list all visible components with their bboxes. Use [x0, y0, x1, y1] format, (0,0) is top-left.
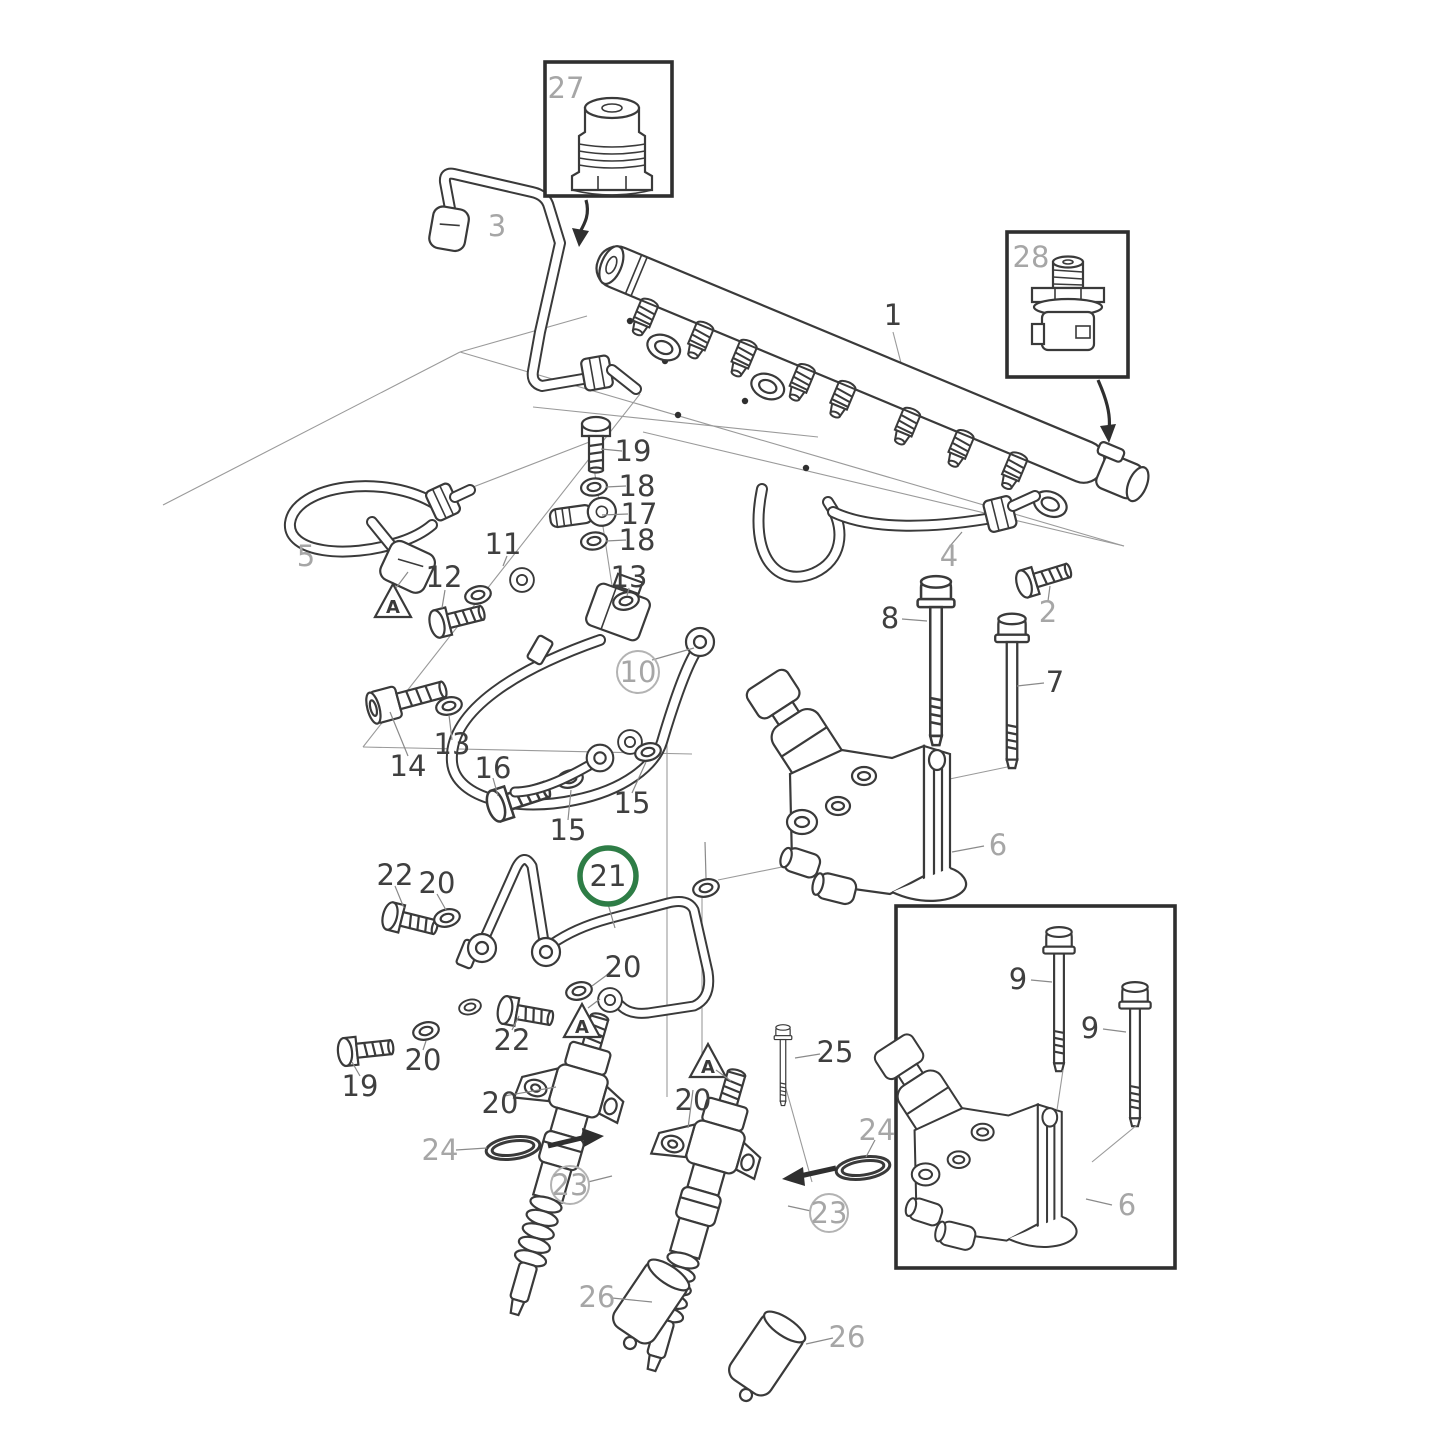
node-dot	[802, 464, 810, 472]
injector-23	[455, 996, 646, 1328]
warning-letter: A	[386, 597, 400, 618]
part-label-18: 18	[619, 523, 656, 557]
washer-18	[578, 529, 610, 553]
pipe-4	[752, 483, 1041, 583]
part-label-8: 8	[881, 601, 899, 635]
part-label-11: 11	[485, 527, 522, 561]
bolt-14	[362, 672, 452, 727]
washer-18	[578, 475, 610, 499]
part-label-10: 10	[620, 655, 657, 689]
washer-20	[410, 1018, 442, 1044]
bolt-8	[916, 574, 956, 747]
pipe-3-cap	[428, 205, 470, 253]
eye-fitting	[509, 567, 535, 593]
part-label-9: 9	[1081, 1011, 1099, 1045]
protective-cap-26	[716, 1304, 811, 1412]
hose-10	[445, 626, 716, 811]
callout-circle-23	[809, 1193, 849, 1233]
warning-triangle-A: A	[562, 1001, 602, 1039]
pipe-3-nut	[580, 354, 614, 392]
bolt-12	[425, 597, 489, 641]
plug-27	[570, 96, 654, 196]
part-label-1: 1	[884, 298, 902, 332]
double-banjo-fitting	[509, 729, 643, 798]
callout-circle-23	[550, 1165, 590, 1205]
part-label-4: 4	[940, 539, 958, 573]
inset-box-28	[1005, 230, 1130, 443]
label-leaders	[351, 448, 1127, 1345]
pipe-5-cap	[379, 539, 437, 594]
node-dot	[741, 397, 749, 405]
part-label-16: 16	[475, 751, 512, 785]
part-label-24: 24	[859, 1113, 896, 1147]
highlight-circle-21[interactable]	[577, 845, 639, 907]
part-label-20: 20	[482, 1086, 519, 1120]
pipe-3	[428, 167, 642, 395]
part-label-28: 28	[1013, 240, 1050, 274]
pipe-5	[284, 480, 476, 594]
part-label-19: 19	[615, 434, 652, 468]
part-label-18: 18	[619, 469, 656, 503]
washer-20	[690, 875, 722, 901]
warning-letter: A	[575, 1017, 589, 1038]
banjo-bolt-19	[335, 1031, 396, 1068]
elbow-fitting-17	[548, 496, 617, 529]
o-ring-24	[483, 1131, 543, 1165]
part-label-24: 24	[422, 1133, 459, 1167]
part-label-23: 23	[552, 1168, 589, 1202]
part-label-13: 13	[434, 727, 471, 761]
warning-letter: A	[701, 1057, 715, 1078]
callout-circle-10	[616, 650, 660, 694]
install-arrow-right	[782, 1165, 837, 1186]
part-label-20: 20	[405, 1043, 442, 1077]
part-label-17: 17	[621, 497, 658, 531]
part-label-15: 15	[550, 813, 587, 847]
pipe-21	[455, 854, 715, 1019]
part-label-13: 13	[611, 560, 648, 594]
part-label-15: 15	[614, 786, 651, 820]
part-label-27: 27	[548, 71, 585, 105]
part-label-14: 14	[390, 749, 427, 783]
part-label-26: 26	[579, 1280, 616, 1314]
inset-box-27	[543, 60, 674, 247]
bolt-2	[1012, 555, 1076, 601]
part-label-6: 6	[989, 828, 1007, 862]
inset-box-detail-6	[868, 904, 1177, 1270]
sensor-28	[1030, 255, 1106, 352]
warning-triangle-A: A	[688, 1041, 728, 1079]
o-ring-24	[833, 1151, 893, 1185]
fuel-rail	[595, 245, 1150, 523]
part-label-26: 26	[829, 1320, 866, 1354]
part-label-2: 2	[1039, 595, 1057, 629]
bolt-22	[378, 899, 442, 943]
node-dot	[626, 317, 634, 325]
part-label-9: 9	[1009, 962, 1027, 996]
bolt-7	[994, 612, 1030, 770]
node-dot	[674, 411, 682, 419]
part-label-23: 23	[811, 1196, 848, 1230]
washer-20	[456, 996, 484, 1018]
warning-triangle-A: A	[373, 581, 413, 619]
washer-20	[563, 978, 595, 1004]
part-label-22: 22	[494, 1023, 531, 1057]
part-label-6: 6	[1118, 1188, 1136, 1222]
part-label-7: 7	[1046, 665, 1064, 699]
part-label-20: 20	[419, 866, 456, 900]
part-label-20: 20	[605, 950, 642, 984]
part-label-5: 5	[297, 539, 315, 573]
bolt-25	[773, 1024, 793, 1107]
banjo-bolt-19	[580, 415, 612, 474]
part-label-22: 22	[377, 858, 414, 892]
part-label-20: 20	[675, 1083, 712, 1117]
install-arrow-left	[547, 1128, 604, 1149]
part-label-3: 3	[488, 209, 506, 243]
part-label-21[interactable]: 21	[590, 859, 627, 893]
part-label-19: 19	[342, 1069, 379, 1103]
part-label-12: 12	[426, 560, 463, 594]
part-label-25: 25	[817, 1035, 854, 1069]
